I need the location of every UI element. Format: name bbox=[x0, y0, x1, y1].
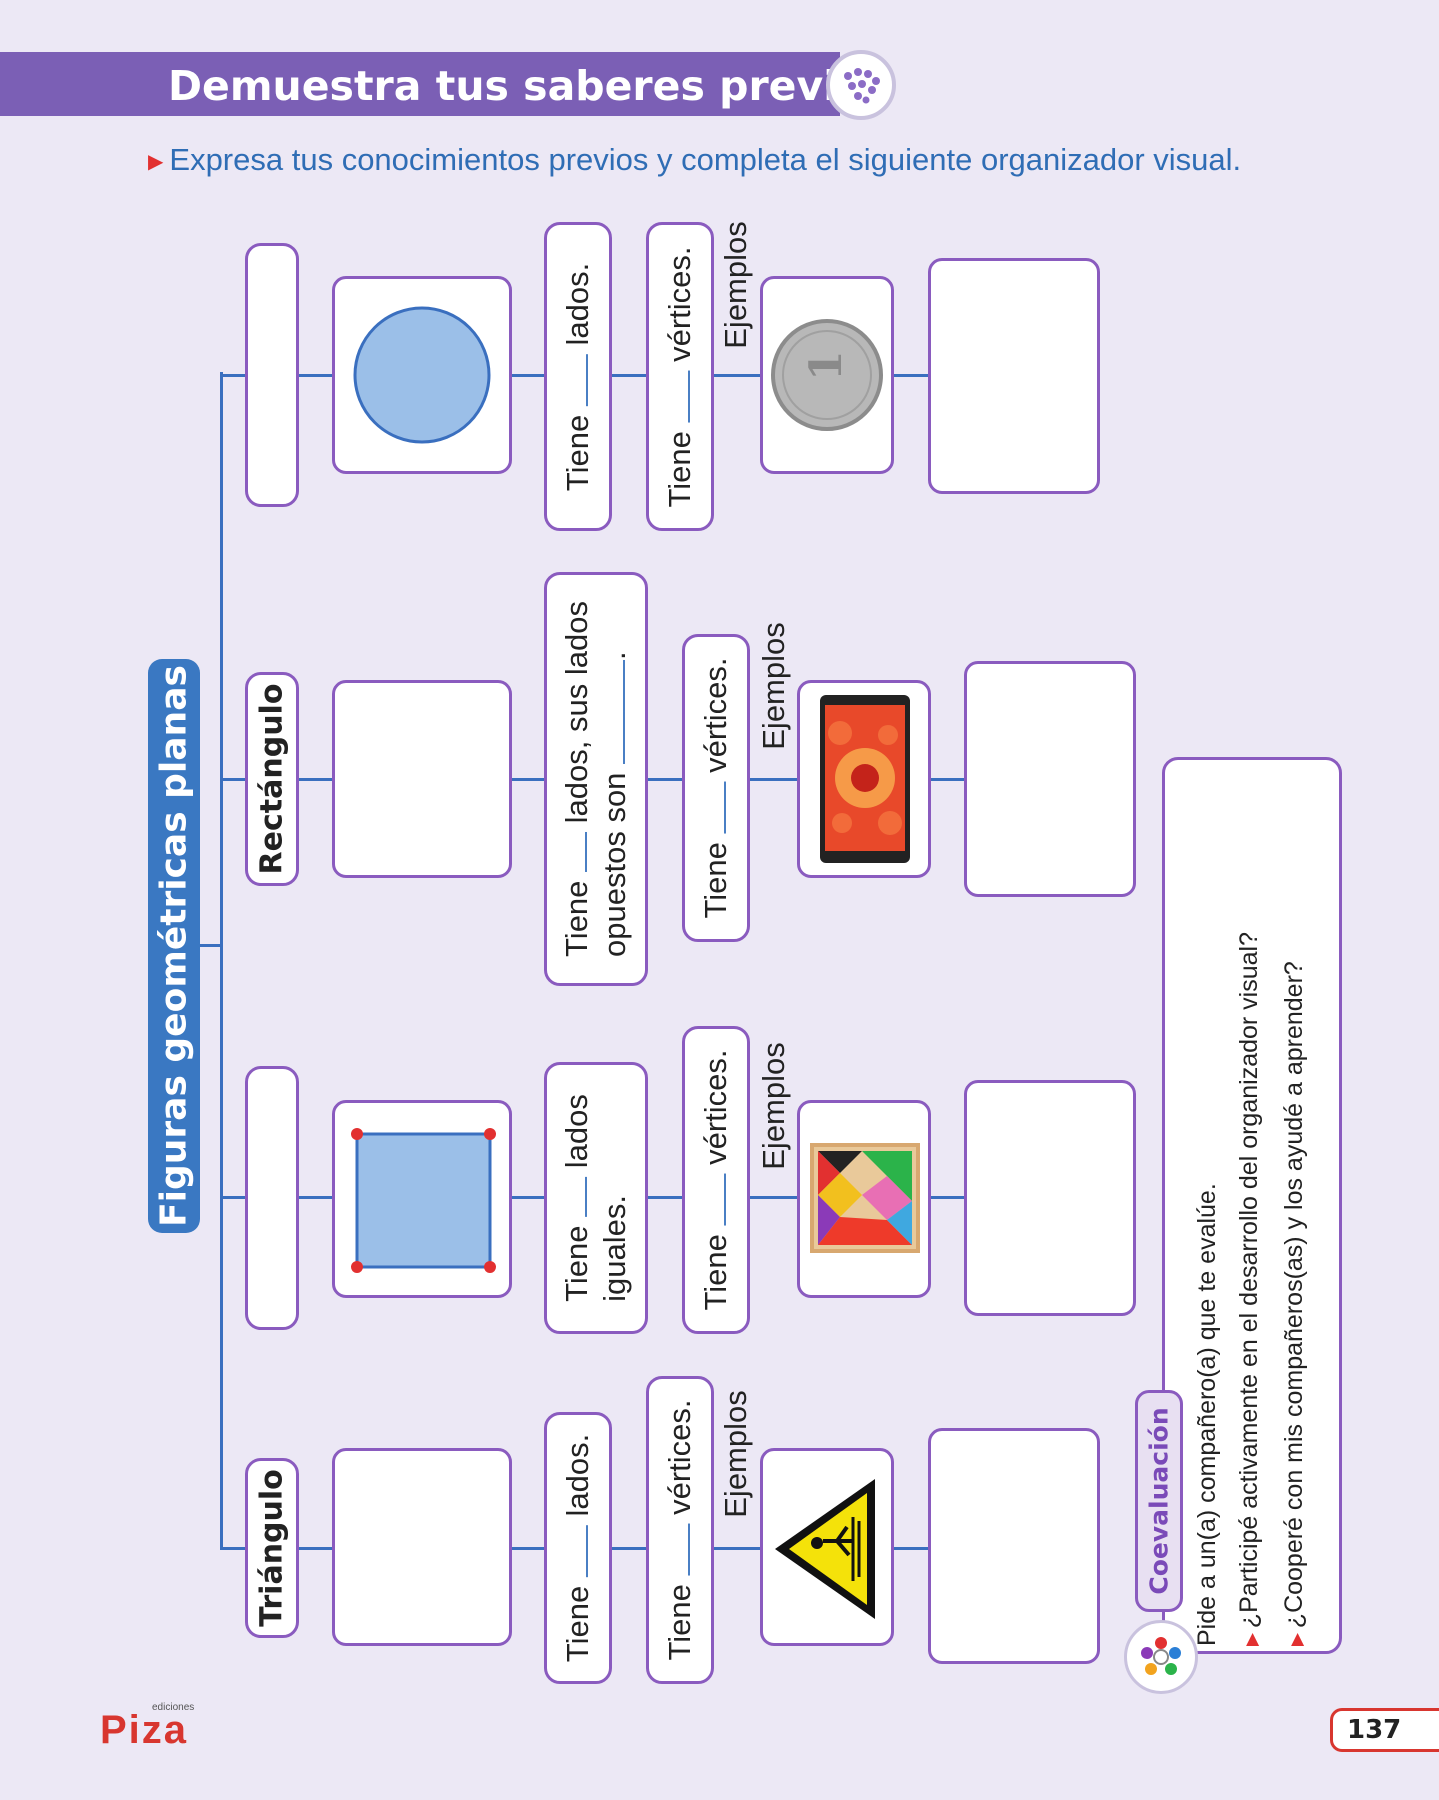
warning-sign-icon bbox=[775, 1479, 875, 1619]
people-circle-icon bbox=[1124, 1620, 1198, 1694]
shape-box-triangle[interactable] bbox=[332, 1448, 512, 1646]
answer-box-4[interactable] bbox=[928, 1428, 1100, 1664]
coevaluation-tab: Coevaluación bbox=[1135, 1390, 1183, 1612]
sides-box-3[interactable]: Tiene lados iguales. bbox=[544, 1062, 648, 1334]
organizer-root: Figuras geométricas planas bbox=[148, 659, 200, 1233]
answer-box-2[interactable] bbox=[964, 661, 1136, 897]
instruction: ▶Expresa tus conocimientos previos y com… bbox=[148, 142, 1242, 177]
connector-root bbox=[200, 944, 222, 947]
sides-box-1[interactable]: Tiene lados. bbox=[544, 222, 612, 531]
vertices-box-2[interactable]: Tiene vértices. bbox=[682, 634, 750, 942]
branch-name-3[interactable] bbox=[245, 1066, 299, 1330]
branch-name-1[interactable] bbox=[245, 243, 299, 507]
tangram-icon bbox=[810, 1143, 920, 1253]
branch-name-2: Rectángulo bbox=[245, 672, 299, 886]
arrow-right-icon: ▶ bbox=[1242, 1627, 1261, 1646]
svg-text:1: 1 bbox=[801, 350, 852, 381]
vertices-box-3[interactable]: Tiene vértices. bbox=[682, 1026, 750, 1334]
header-banner bbox=[0, 52, 840, 116]
answer-box-1[interactable] bbox=[928, 258, 1100, 494]
arrow-right-icon: ▶ bbox=[148, 151, 164, 174]
coevaluation-panel: Pide a un(a) compañero(a) que te evalúe.… bbox=[1162, 757, 1342, 1654]
shape-box-square bbox=[332, 1100, 512, 1298]
circle-shape bbox=[353, 306, 491, 444]
examples-label-2: Ejemplos bbox=[756, 622, 791, 750]
coevaluation-q1: ▶ ¿Participé activamente en el desarroll… bbox=[1235, 931, 1263, 1646]
examples-label-1: Ejemplos bbox=[718, 221, 753, 349]
examples-label-3: Ejemplos bbox=[756, 1042, 791, 1170]
example-image-tablet bbox=[797, 680, 931, 878]
example-image-coin: 1 bbox=[760, 276, 894, 474]
vertices-box-1[interactable]: Tiene vértices. bbox=[646, 222, 714, 531]
coin-icon: 1 bbox=[771, 319, 883, 431]
example-image-warning bbox=[760, 1448, 894, 1646]
shape-box-circle bbox=[332, 276, 512, 474]
arrow-right-icon: ▶ bbox=[1287, 1627, 1306, 1646]
page-number: 137 bbox=[1330, 1708, 1439, 1752]
sides-box-2[interactable]: Tiene lados, sus lados opuestos son . bbox=[544, 572, 648, 986]
network-icon bbox=[826, 50, 896, 120]
example-image-tangram bbox=[797, 1100, 931, 1298]
shape-box-rectangle[interactable] bbox=[332, 680, 512, 878]
coevaluation-intro: Pide a un(a) compañero(a) que te evalúe. bbox=[1193, 1182, 1221, 1646]
vertices-box-4[interactable]: Tiene vértices. bbox=[646, 1376, 714, 1684]
square-shape bbox=[351, 1128, 496, 1273]
answer-box-3[interactable] bbox=[964, 1080, 1136, 1316]
branch-name-4: Triángulo bbox=[245, 1458, 299, 1638]
tablet-icon bbox=[820, 695, 910, 863]
sides-box-4[interactable]: Tiene lados. bbox=[544, 1412, 612, 1684]
examples-label-4: Ejemplos bbox=[718, 1390, 753, 1518]
connector-spine bbox=[220, 372, 223, 1549]
coevaluation-q2: ▶ ¿Cooperé con mis compañeros(as) y los … bbox=[1280, 960, 1308, 1646]
page-title: Demuestra tus saberes previos bbox=[168, 62, 890, 110]
